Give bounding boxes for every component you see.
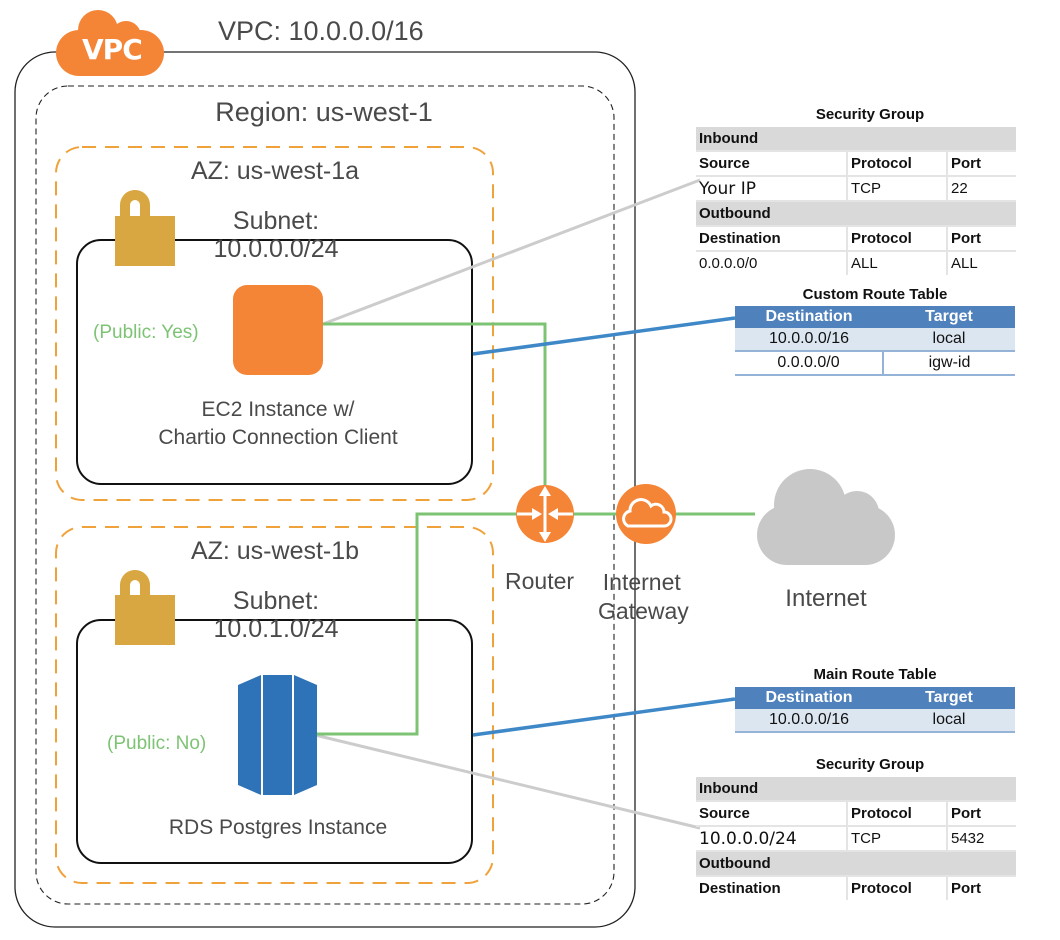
table-cell: 0.0.0.0/0 [735,351,884,376]
internet-label: Internet [785,585,867,612]
table-row: 10.0.0.0/16 local [735,328,1015,352]
rds-instance-label: RDS Postgres Instance [168,816,388,839]
router-label: Router [505,568,575,594]
column-header: Protocol [847,226,948,251]
ec2-security-group-title: Security Group [815,106,925,123]
column-header: Destination [696,876,848,900]
column-header: Source [696,801,848,826]
gateway-label: Internet Gateway [598,568,689,626]
column-header: Destination [696,226,848,251]
subnet-a-label: Subnet: 10.0.0.0/24 [213,207,338,263]
outbound-section-label: Outbound [696,851,1016,876]
region-boundary [35,85,615,905]
table-cell: TCP [847,826,948,851]
router-icon [516,485,574,543]
column-header: Port [951,880,981,897]
outbound-section-label: Outbound [696,201,1016,226]
column-header: Protocol [847,801,948,826]
rds-database-icon [238,675,317,795]
table-cell: 0.0.0.0/0 [696,251,848,275]
rds-router-link [315,512,518,736]
table-cell: 5432 [951,830,985,847]
column-header: Protocol [847,151,948,176]
rds-security-group-table: Inbound Source Protocol Port 10.0.0.0/24… [696,777,1016,900]
custom-route-table-link [472,316,736,356]
column-header: Source [696,151,848,176]
table-cell: 10.0.0.0/16 [735,709,883,733]
subnet-b-public-flag: (Public: No) [107,733,207,754]
lock-icon [115,190,175,266]
region-title: Region: us-west-1 [215,97,433,127]
table-row: 10.0.0.0/24 TCP 5432 [696,826,1016,851]
subnet-b-boundary [76,619,473,864]
table-cell: local [883,328,1015,352]
az-b-title: AZ: us-west-1b [190,537,360,565]
rds-security-group-link [314,733,701,830]
lock-icon [115,570,175,645]
ec2-instance-icon [233,285,323,375]
table-cell: TCP [847,176,948,201]
ec2-security-group-link [322,178,701,326]
table-cell: igw-id [883,351,1015,376]
custom-route-table: Destination Target 10.0.0.0/16 local 0.0… [735,306,1015,376]
az-b-boundary [55,526,494,884]
ec2-router-link [323,322,547,512]
column-header: Target [883,306,1015,328]
table-row: 0.0.0.0/0 igw-id [735,351,1015,376]
inbound-section-label: Inbound [696,777,1016,801]
gateway-label-line1: Internet [602,569,681,595]
main-route-table-link [472,697,736,737]
gateway-label-line2: Gateway [598,598,689,624]
subnet-a-public-flag: (Public: Yes) [93,322,199,343]
column-header: Port [951,230,981,247]
subnet-b-cidr: 10.0.1.0/24 [213,615,339,643]
ec2-security-group-table: Inbound Source Protocol Port Your IP TCP… [696,127,1016,275]
table-cell: ALL [951,255,978,272]
column-header: Port [951,805,981,822]
rds-security-group-title: Security Group [815,756,925,773]
vpc-cloud-icon [56,10,164,76]
table-cell: 22 [951,180,968,197]
column-header: Port [951,155,981,172]
subnet-a-line1: Subnet: [232,207,320,235]
inbound-section-label: Inbound [696,127,1016,151]
az-a-title: AZ: us-west-1a [190,157,360,185]
table-row: Your IP TCP 22 [696,176,1016,201]
table-cell: Your IP [696,176,848,201]
column-header: Destination [735,306,883,328]
column-header: Protocol [847,876,948,900]
table-cell: 10.0.0.0/24 [696,826,848,851]
internet-cloud-icon [757,469,895,565]
table-cell: ALL [847,251,948,275]
ec2-instance-label: EC2 Instance w/ Chartio Connection Clien… [158,396,397,452]
column-header: Target [883,687,1015,709]
table-cell: local [883,709,1015,733]
ec2-label-line2: Chartio Connection Client [158,426,398,449]
custom-route-table-title: Custom Route Table [802,286,948,303]
subnet-a-cidr: 10.0.0.0/24 [213,235,339,263]
vpc-title: VPC: 10.0.0.0/16 [218,16,424,46]
vpc-badge-label: VPC [82,33,143,66]
table-cell: 10.0.0.0/16 [735,328,883,352]
ec2-label-line1: EC2 Instance w/ [201,398,355,421]
subnet-b-label: Subnet: 10.0.1.0/24 [213,587,338,643]
main-route-table-title: Main Route Table [813,666,937,683]
internet-gateway-icon [616,484,676,544]
table-row: 10.0.0.0/16 local [735,709,1015,733]
subnet-a-boundary [76,239,473,485]
subnet-b-line1: Subnet: [232,587,320,615]
column-header: Destination [735,687,883,709]
main-route-table: Destination Target 10.0.0.0/16 local [735,687,1015,733]
table-row: 0.0.0.0/0 ALL ALL [696,251,1016,275]
